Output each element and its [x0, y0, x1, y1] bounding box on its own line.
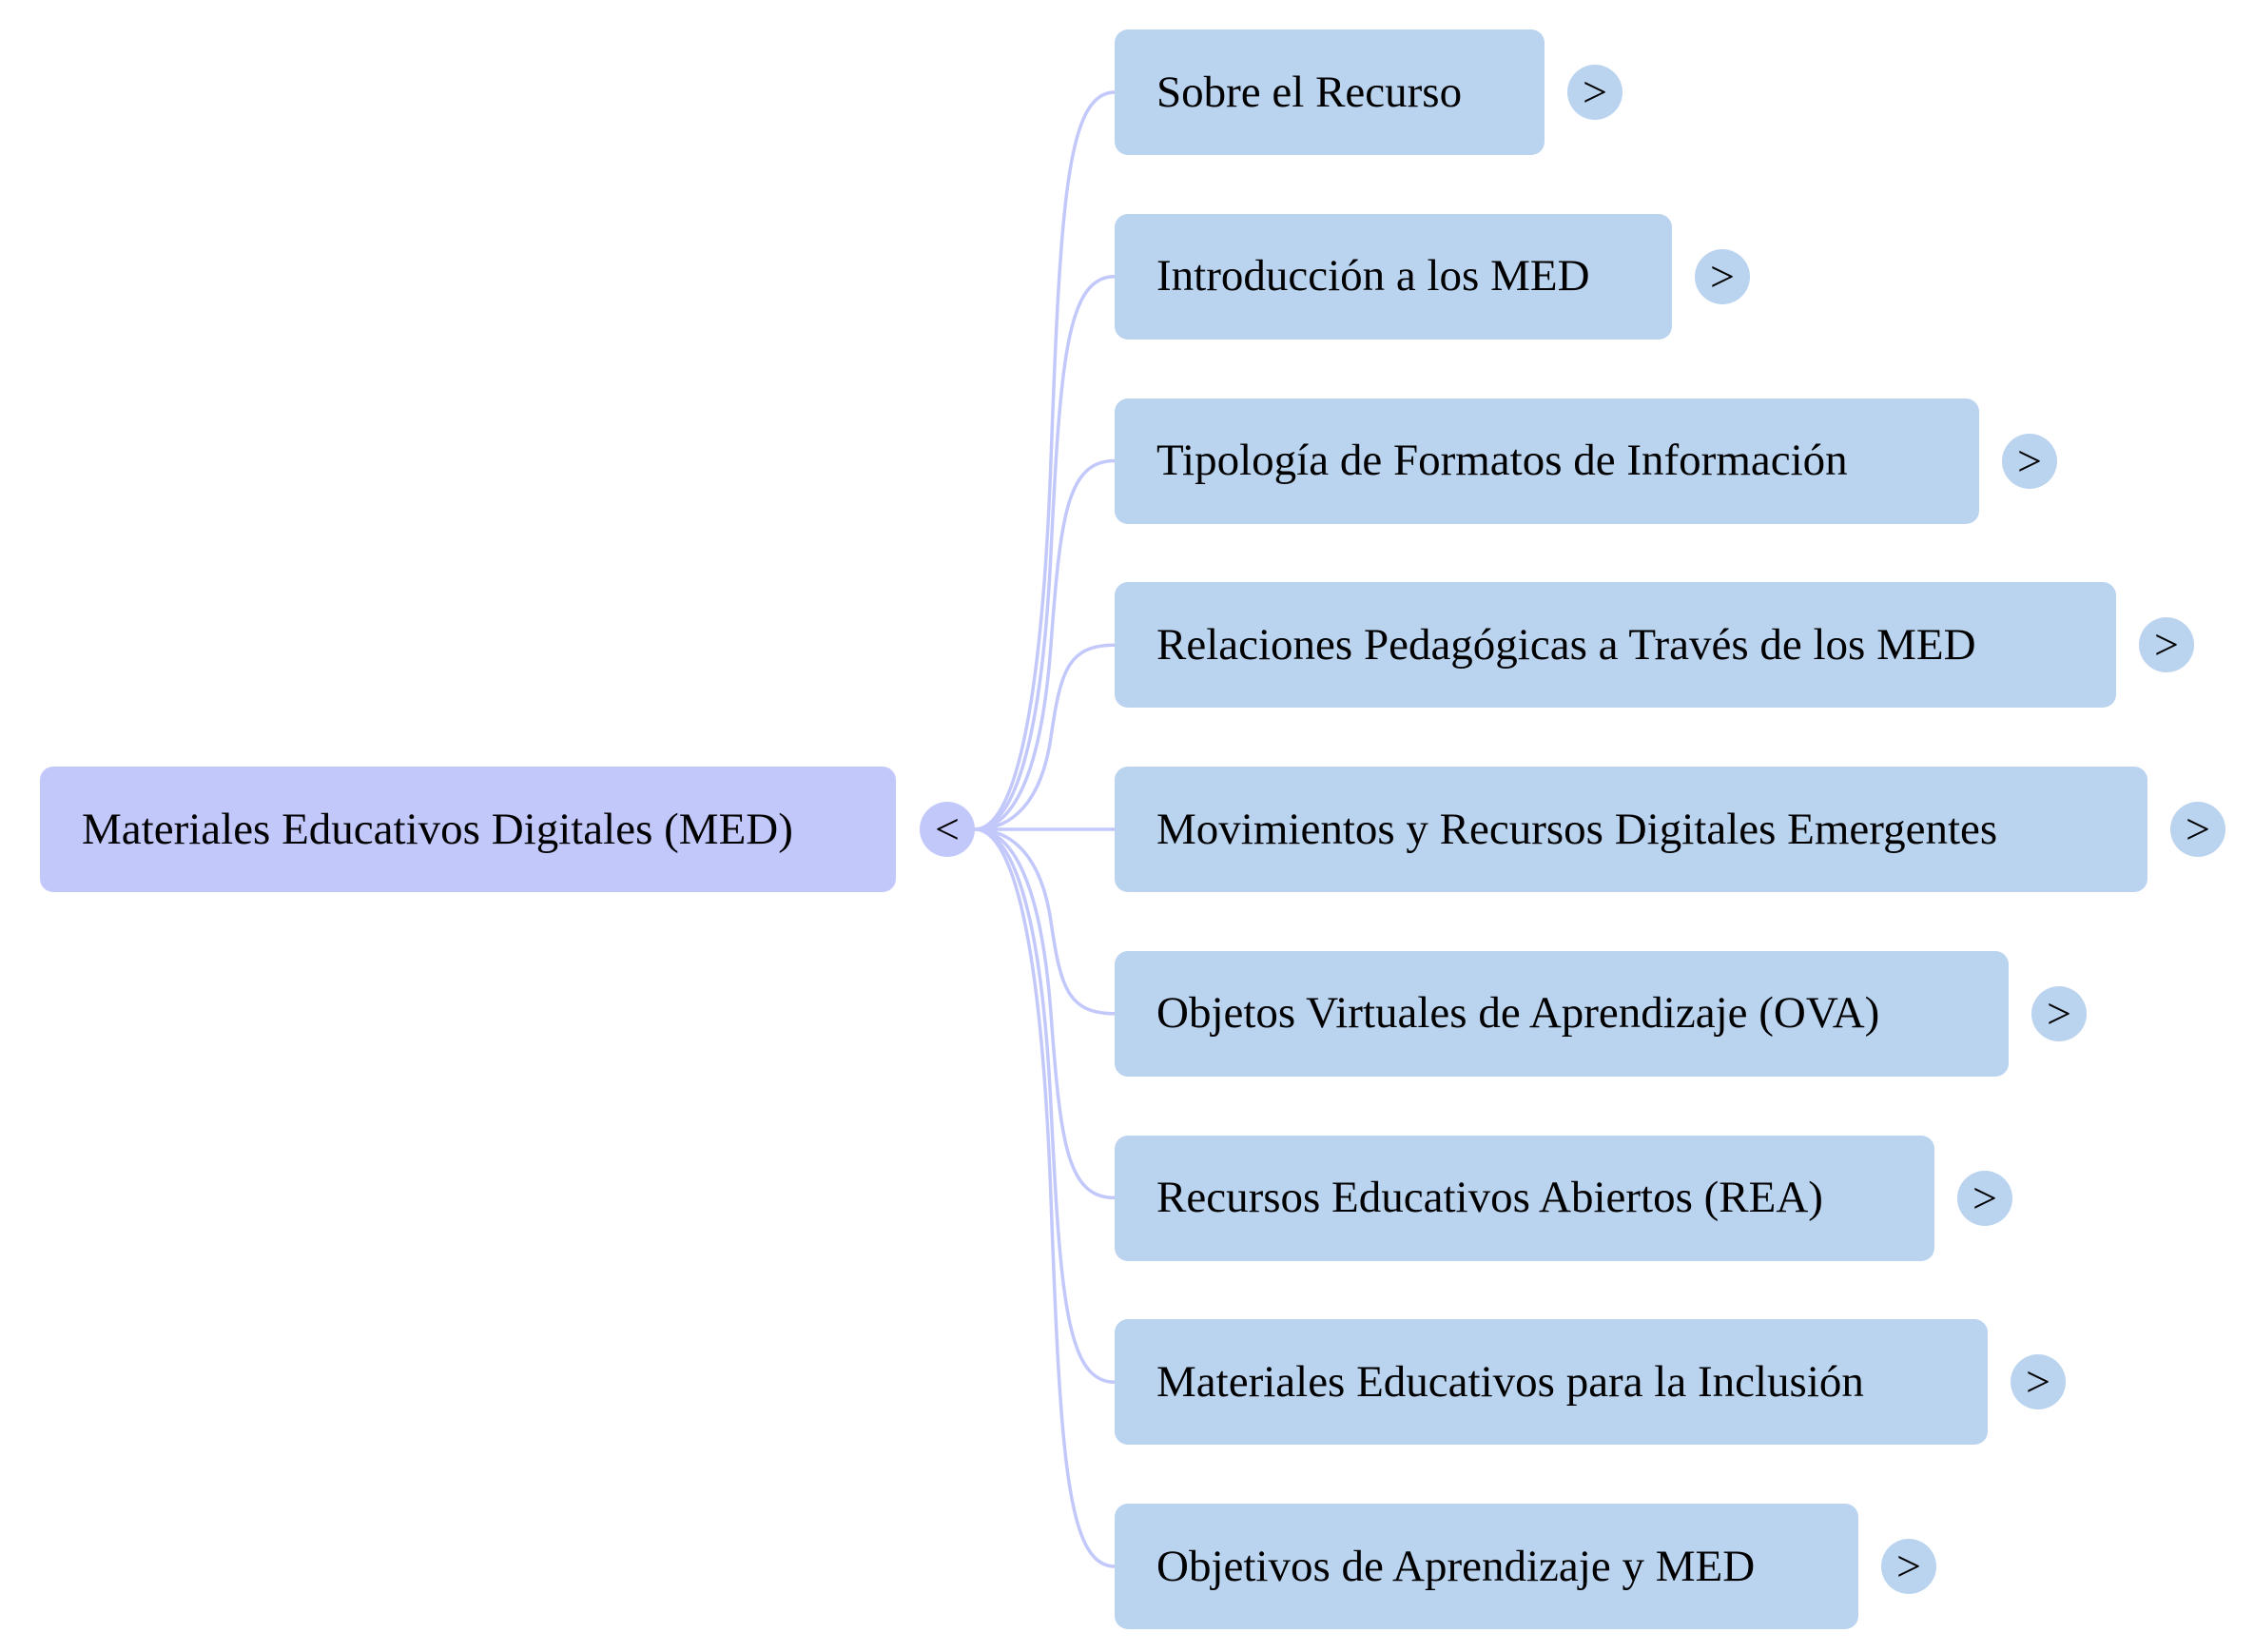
child-node-label: Objetivos de Aprendizaje y MED	[1156, 1541, 1756, 1591]
root-node-label: Materiales Educativos Digitales (MED)	[82, 804, 793, 854]
child-node[interactable]: Sobre el Recurso	[1115, 29, 1545, 155]
child-node-label: Materiales Educativos para la Inclusión	[1156, 1356, 1864, 1407]
child-node[interactable]: Movimientos y Recursos Digitales Emergen…	[1115, 767, 2147, 892]
link-edge	[974, 90, 1116, 831]
link-edge	[974, 827, 1116, 1568]
link-edge	[974, 827, 1116, 1016]
child-node-label: Relaciones Pedagógicas a Través de los M…	[1156, 619, 1976, 670]
expand-toggle[interactable]: >	[2011, 1354, 2066, 1410]
child-node[interactable]: Introducción a los MED	[1115, 213, 1672, 340]
child-node-label: Recursos Educativos Abiertos (REA)	[1156, 1173, 1823, 1222]
child-node[interactable]: Objetivos de Aprendizaje y MED	[1115, 1504, 1858, 1629]
link-edge	[974, 827, 1116, 1384]
expand-toggle[interactable]: >	[1695, 248, 1750, 304]
link-edge	[974, 827, 1116, 1200]
expand-toggle[interactable]: >	[2170, 802, 2225, 857]
child-node-label: Tipología de Formatos de Información	[1156, 436, 1848, 485]
link-edge	[974, 275, 1116, 831]
child-node[interactable]: Tipología de Formatos de Información	[1115, 398, 1979, 524]
child-node[interactable]: Materiales Educativos para la Inclusión	[1115, 1319, 1988, 1446]
expand-toggle[interactable]: >	[2031, 985, 2087, 1041]
child-node[interactable]: Relaciones Pedagógicas a Través de los M…	[1115, 582, 2116, 709]
expand-toggle[interactable]: >	[2002, 433, 2057, 489]
expand-toggle[interactable]: >	[1957, 1170, 2012, 1226]
child-node-label: Movimientos y Recursos Digitales Emergen…	[1156, 804, 1998, 854]
link-edge	[974, 458, 1116, 831]
child-node-label: Introducción a los MED	[1156, 251, 1590, 301]
expand-toggle[interactable]: >	[2139, 617, 2194, 673]
child-node[interactable]: Objetos Virtuales de Aprendizaje (OVA)	[1115, 950, 2009, 1077]
root-node[interactable]: Materiales Educativos Digitales (MED)	[40, 767, 896, 892]
child-node-label: Sobre el Recurso	[1156, 67, 1463, 117]
root-collapse-toggle[interactable]: <	[920, 802, 975, 857]
expand-toggle[interactable]: >	[1881, 1539, 1936, 1594]
expand-toggle[interactable]: >	[1567, 65, 1622, 120]
child-node-label: Objetos Virtuales de Aprendizaje (OVA)	[1156, 988, 1880, 1039]
child-node[interactable]: Recursos Educativos Abiertos (REA)	[1115, 1135, 1934, 1261]
link-edge	[974, 643, 1116, 831]
